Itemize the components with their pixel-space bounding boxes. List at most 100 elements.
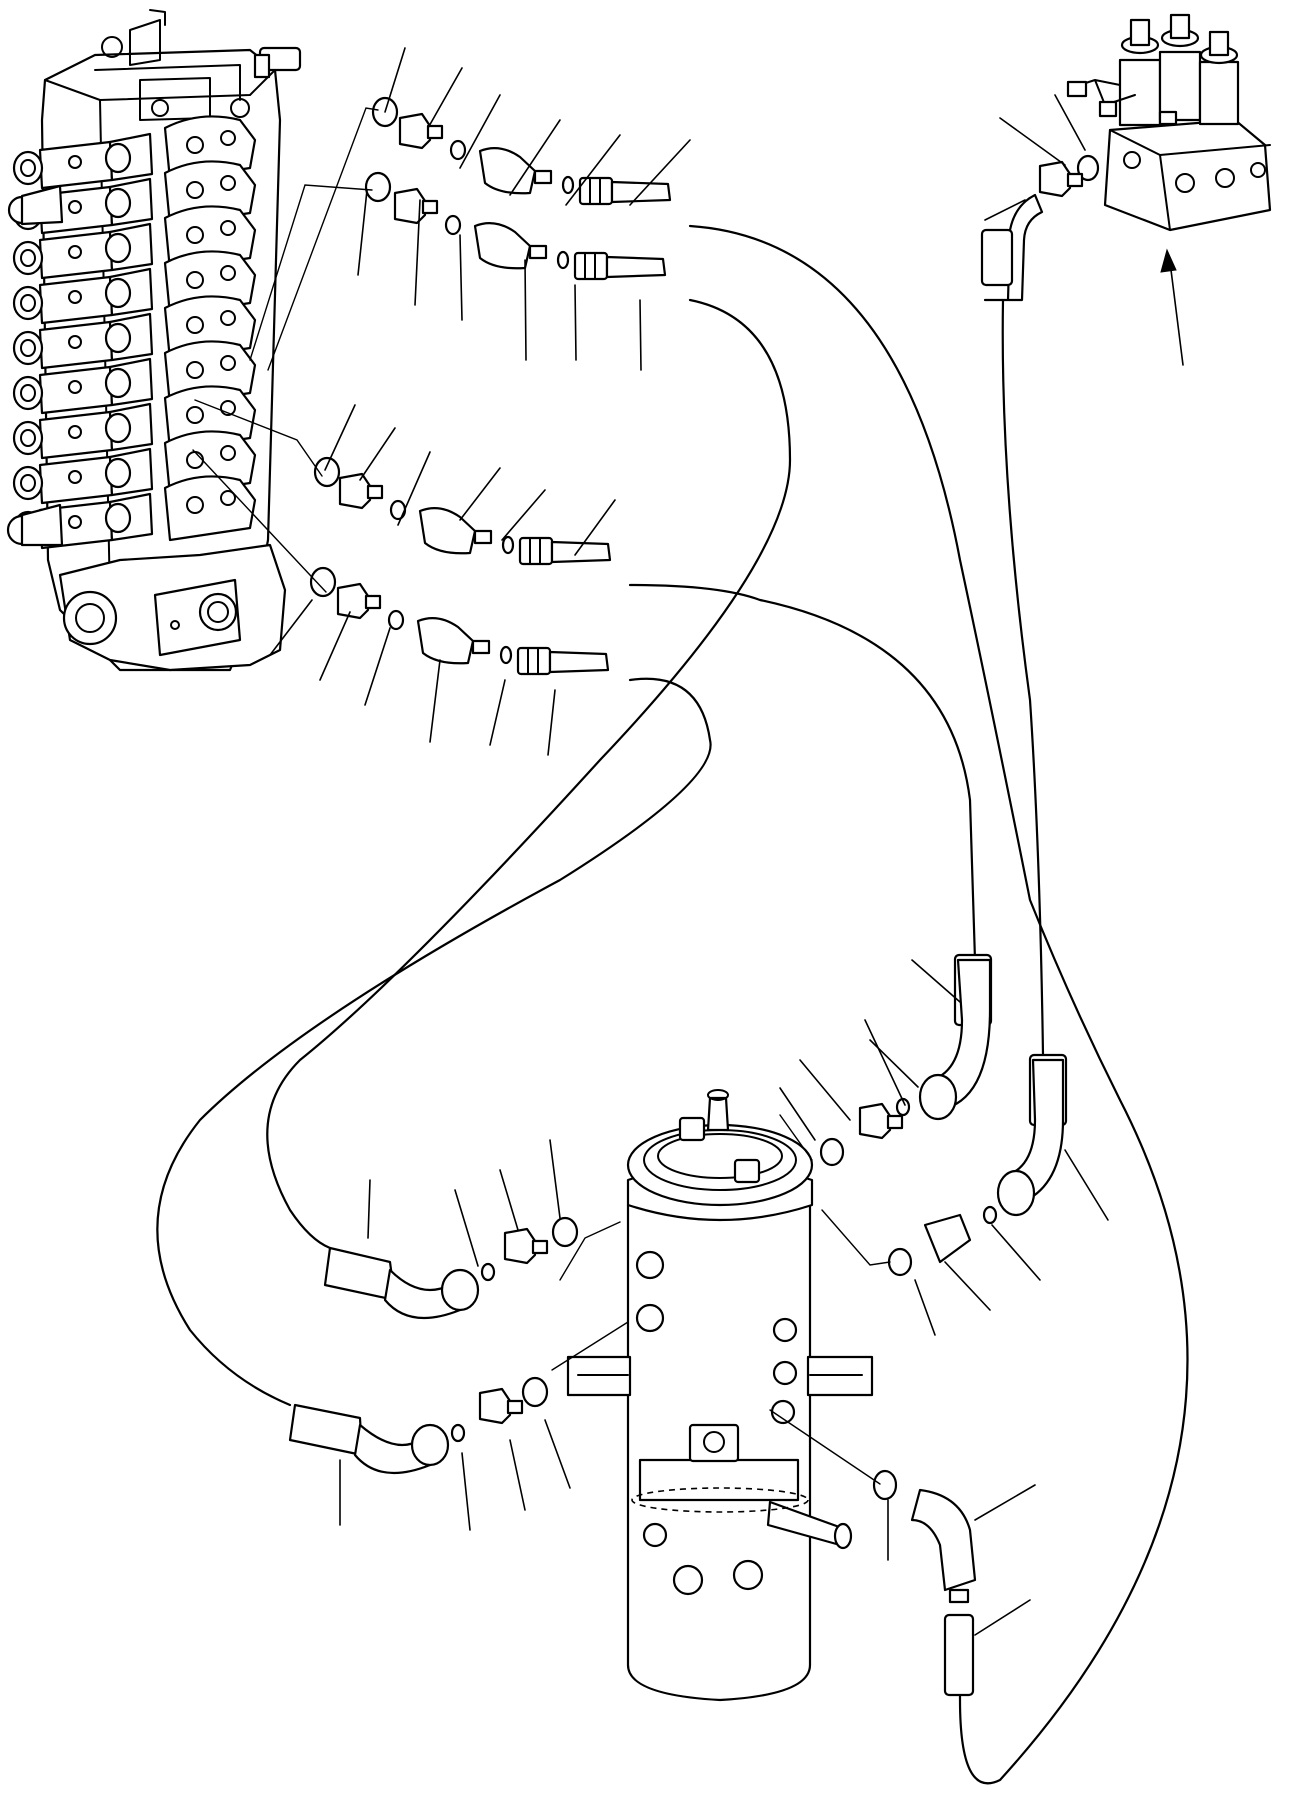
o-ring-icon (444, 214, 462, 236)
port-icon (104, 232, 132, 264)
leader-line (944, 1261, 991, 1311)
leader-line (367, 1179, 371, 1239)
o-ring-icon (982, 1205, 998, 1225)
port-icon (186, 496, 204, 514)
hose-line (1001, 298, 1045, 1057)
adapter-icon (531, 1239, 549, 1255)
o-ring-icon (389, 499, 407, 521)
leader-line (364, 627, 391, 706)
leader-line (459, 94, 501, 169)
port-icon (186, 271, 204, 289)
elbow-fitting-icon (533, 169, 553, 185)
hose-nut-icon (518, 536, 554, 566)
spool-cap-icon (20, 249, 36, 267)
elbow-fitting-icon (473, 221, 532, 270)
valve-section (38, 320, 114, 370)
o-ring-icon (556, 250, 570, 270)
leader-line (1054, 94, 1086, 151)
spool-cap-icon (20, 474, 36, 492)
elbow-fitting-icon (910, 1488, 977, 1592)
port-icon (104, 187, 132, 219)
o-ring-icon (313, 456, 341, 488)
leader-line (384, 47, 406, 113)
leader-line (461, 1452, 471, 1531)
spool-cap-icon (12, 465, 44, 501)
leader-line (357, 189, 368, 276)
leader-line (565, 134, 621, 206)
elbow-fitting-icon (418, 506, 477, 555)
hose-sleeve-icon (980, 228, 1014, 287)
hose-end-icon (605, 255, 667, 279)
hose-sleeve-icon (943, 1613, 975, 1697)
adapter-icon (886, 1114, 904, 1130)
leader-line (454, 1189, 479, 1267)
adapter-icon (398, 112, 432, 150)
o-ring-icon (449, 139, 467, 161)
hose-line (688, 224, 1189, 1785)
spool-cap-icon (12, 330, 44, 366)
part-leader-lines (269, 47, 1109, 1636)
port-icon (68, 380, 82, 394)
adapter-icon (1038, 160, 1072, 198)
port-icon (220, 265, 236, 281)
connection-lines (192, 107, 891, 1485)
hose-sleeve-icon (323, 1246, 397, 1302)
control-valve-spools (12, 115, 257, 550)
port-icon (186, 136, 204, 154)
port-icon (104, 142, 132, 174)
adapter-icon (421, 199, 439, 215)
adapter-icon (506, 1399, 524, 1415)
direction-arrow (1160, 248, 1184, 366)
leader-line (414, 199, 421, 306)
leader-line (509, 1439, 526, 1511)
port-icon (220, 220, 236, 236)
port-icon (68, 425, 82, 439)
adapter-icon (338, 472, 372, 510)
elbow-fitting-icon (528, 244, 548, 260)
leader-line (999, 117, 1066, 166)
port-icon (68, 515, 82, 529)
leader-line (324, 404, 356, 471)
port-icon (104, 277, 132, 309)
leader-line (799, 1059, 851, 1121)
hose-line (628, 583, 977, 962)
hose-nut-icon (996, 1169, 1036, 1217)
adapter-icon (923, 1213, 972, 1264)
valve-section (38, 410, 114, 460)
spool-cap-icon (20, 384, 36, 402)
port-icon (68, 470, 82, 484)
leader-line (779, 1087, 816, 1141)
port-icon (186, 181, 204, 199)
port-icon (220, 130, 236, 146)
leader-line (544, 1419, 571, 1489)
leader-line (1064, 1149, 1109, 1221)
leader-line (574, 284, 577, 361)
hose-nut-icon (573, 251, 609, 281)
leader-line (459, 467, 501, 521)
spool-cap-icon (12, 150, 44, 186)
valve-section (38, 275, 114, 325)
port-icon (186, 406, 204, 424)
solenoid-valve-icon (1066, 13, 1272, 232)
adapter-icon (393, 187, 427, 225)
port-icon (104, 412, 132, 444)
spool-cap-icon (12, 285, 44, 321)
valve-section (38, 365, 114, 415)
leader-line (974, 1599, 1031, 1636)
o-ring-icon (309, 566, 337, 598)
leader-line (547, 689, 556, 756)
hose-nut-icon (410, 1423, 450, 1467)
o-ring-icon (501, 535, 515, 555)
leader-line (574, 499, 616, 556)
spool-cap-icon (12, 240, 44, 276)
port-icon (220, 310, 236, 326)
hose-end-icon (550, 540, 612, 564)
leader-line (509, 119, 561, 196)
leader-line (459, 234, 463, 321)
leader-line (319, 611, 351, 681)
o-ring-icon (561, 175, 575, 195)
leader-line (629, 139, 691, 206)
port-icon (220, 490, 236, 506)
o-ring-icon (521, 1376, 549, 1408)
